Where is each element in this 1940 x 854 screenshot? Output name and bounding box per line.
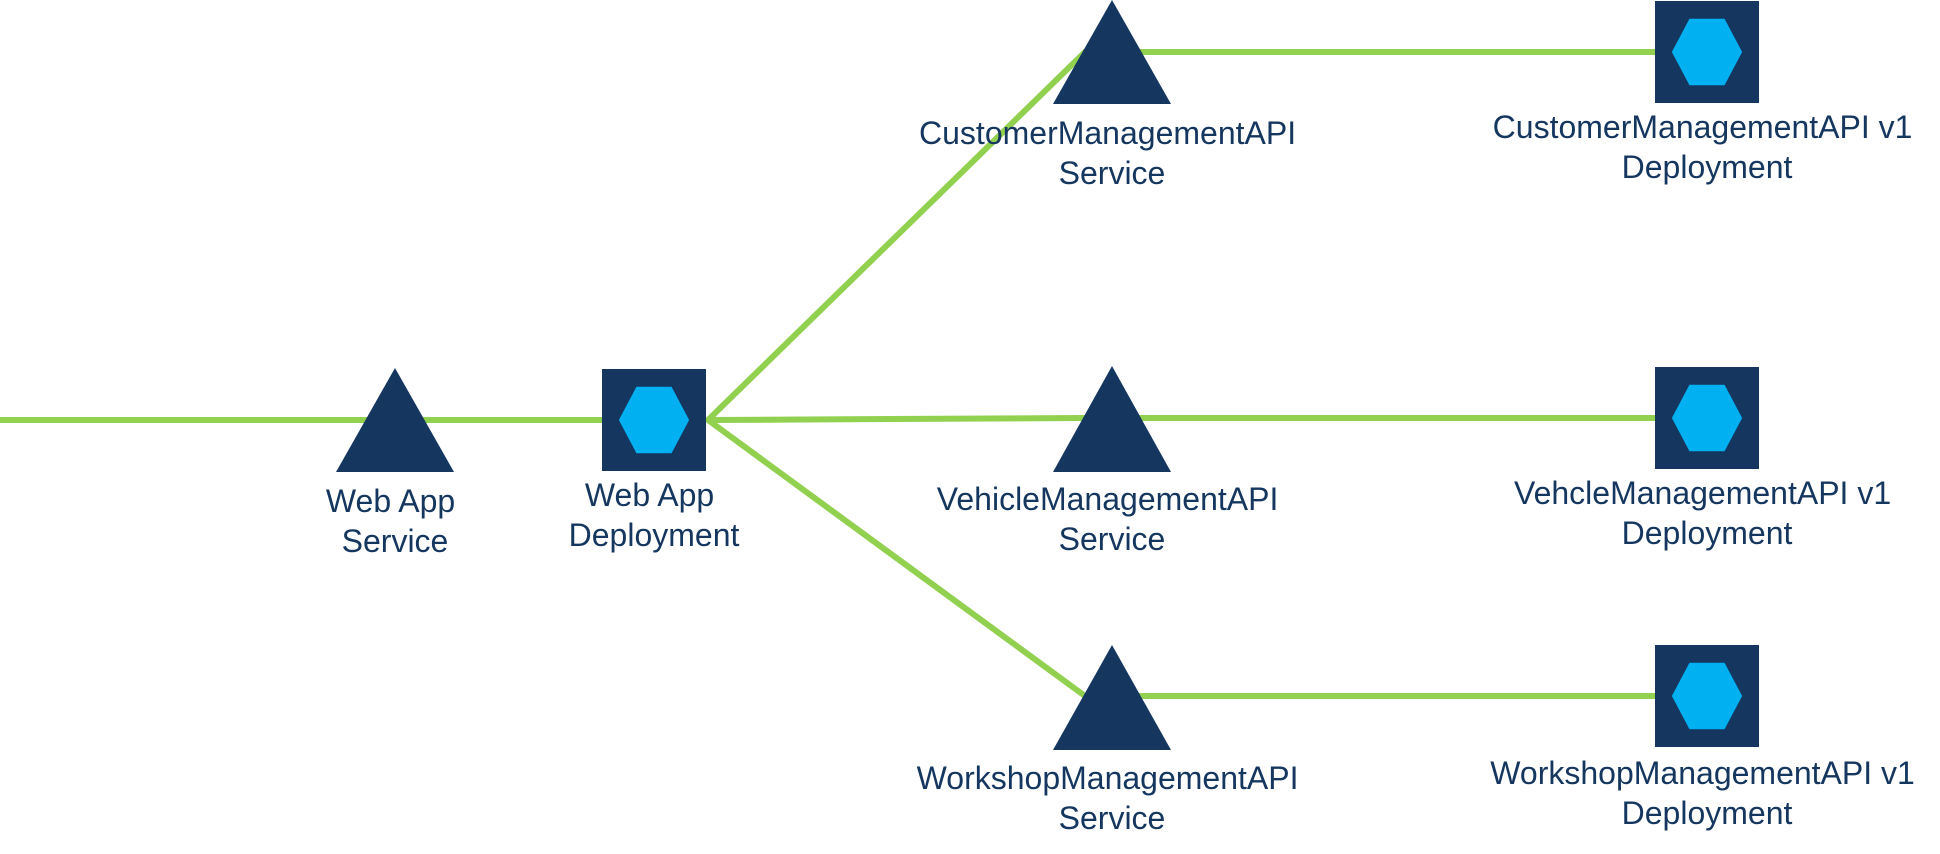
hexagon-icon — [1670, 17, 1744, 87]
vehicle-deployment-node: VehcleManagementAPI v1 Deployment — [1514, 367, 1900, 551]
customer-deployment-label: CustomerManagementAPI v1 Deployment — [1493, 109, 1922, 185]
hexagon-icon — [1670, 661, 1744, 731]
hexagon-icon — [617, 385, 691, 455]
connector-web-app-to-workshop-service — [705, 417, 1088, 699]
connector-web-app-to-vehicle-service — [705, 415, 1088, 423]
vehicle-service-label: VehicleManagementAPI Service — [937, 481, 1287, 557]
triangle-icon — [1053, 366, 1171, 472]
triangle-icon — [1053, 0, 1171, 104]
workshop-deployment-label: WorkshopManagementAPI v1 Deployment — [1490, 755, 1923, 831]
workshop-deployment-node: WorkshopManagementAPI v1 Deployment — [1490, 645, 1923, 831]
web-app-deployment-label: Web App Deployment — [569, 477, 740, 553]
vehicle-deployment-label: VehcleManagementAPI v1 Deployment — [1514, 475, 1900, 551]
customer-deployment-node: CustomerManagementAPI v1 Deployment — [1493, 1, 1922, 185]
workshop-service-label: WorkshopManagementAPI Service — [917, 760, 1308, 836]
customer-service-node: CustomerManagementAPI Service — [919, 0, 1305, 191]
web-app-deployment-node: Web App Deployment — [569, 369, 740, 553]
customer-service-label: CustomerManagementAPI Service — [919, 115, 1305, 191]
connectors — [0, 49, 1658, 699]
triangle-icon — [1053, 645, 1171, 750]
web-app-service-label: Web App Service — [326, 483, 464, 559]
web-app-service-node: Web App Service — [326, 368, 464, 559]
vehicle-service-node: VehicleManagementAPI Service — [937, 366, 1287, 557]
workshop-service-node: WorkshopManagementAPI Service — [917, 645, 1308, 836]
connector-web-app-to-customer-service — [705, 49, 1088, 423]
hexagon-icon — [1670, 383, 1744, 453]
triangle-icon — [336, 368, 454, 472]
